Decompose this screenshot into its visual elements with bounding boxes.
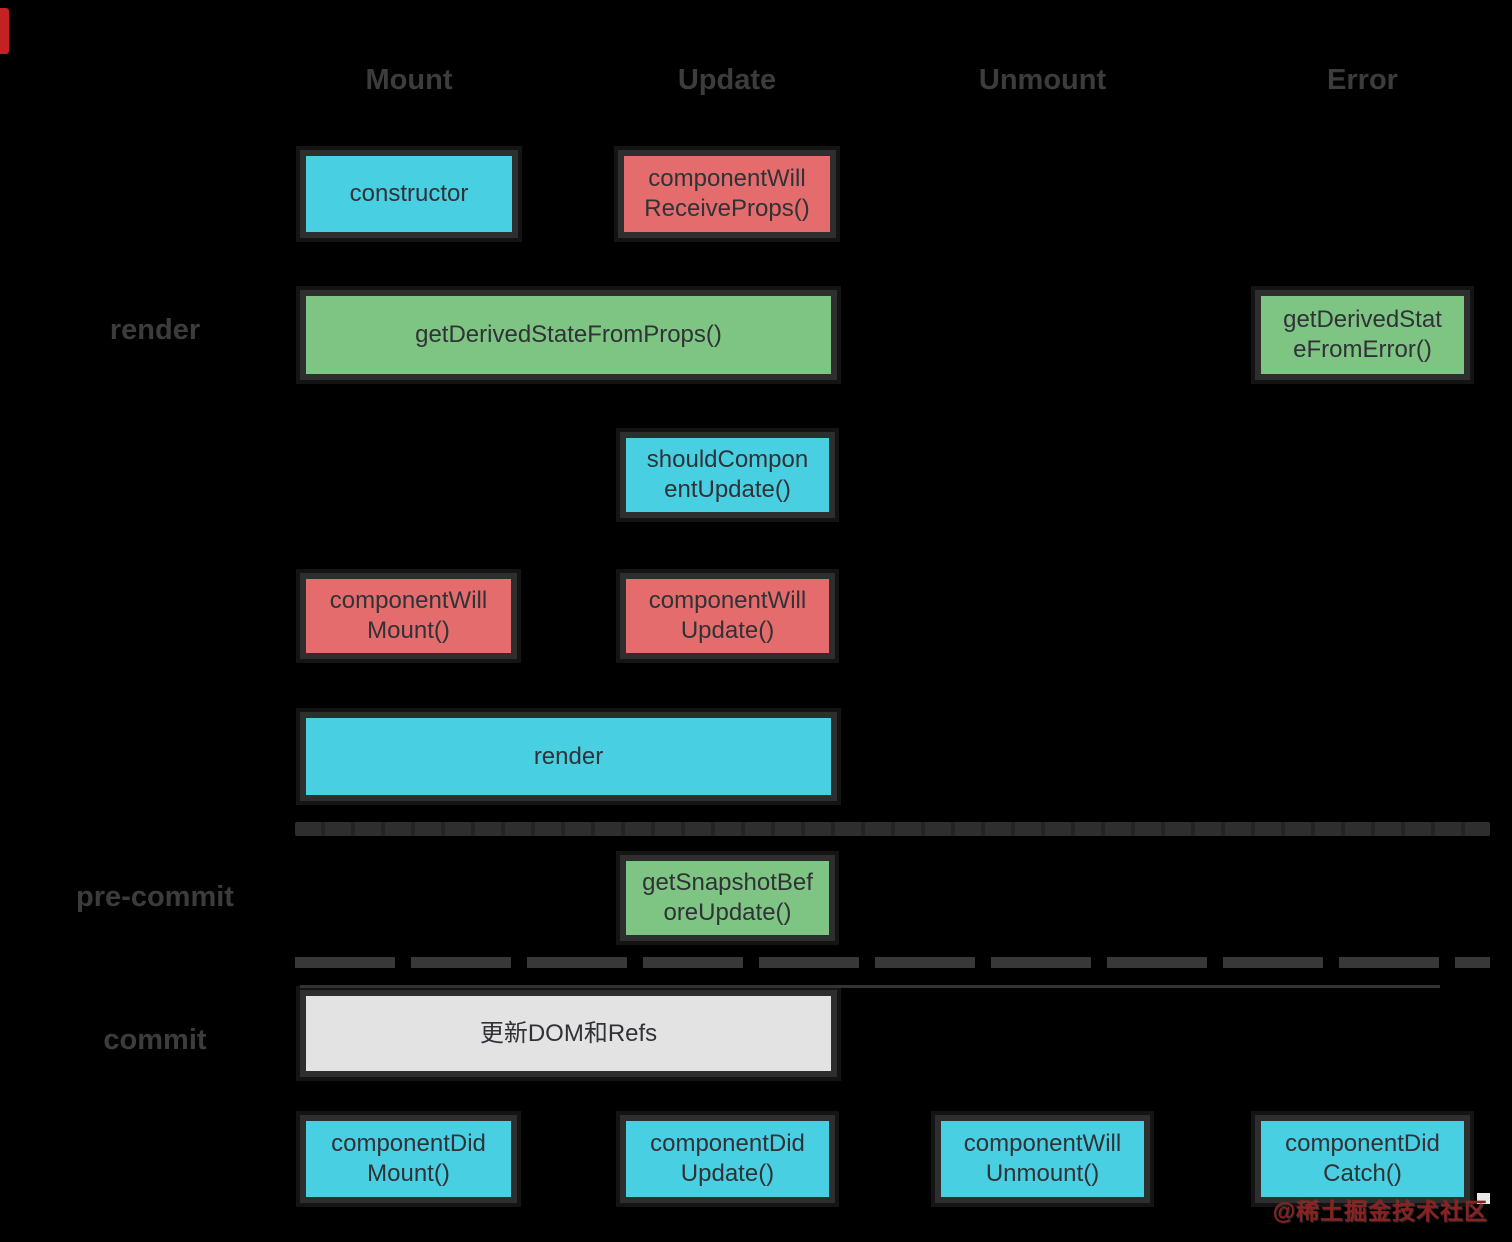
pre-commit-phase-dashed-line	[295, 957, 1490, 968]
render-phase-divider-bar	[295, 822, 1490, 836]
box-component-did-mount: componentDid Mount()	[300, 1115, 517, 1203]
box-component-did-update: componentDid Update()	[620, 1115, 835, 1203]
watermark-square	[1477, 1193, 1490, 1204]
box-constructor: constructor	[300, 150, 518, 238]
phase-label-pre-commit: pre-commit	[76, 881, 234, 913]
commit-phase-divider-line	[300, 985, 1440, 988]
column-header-error: Error	[1327, 64, 1398, 96]
box-get-derived-state-from-props: getDerivedStateFromProps()	[300, 290, 837, 380]
column-header-mount: Mount	[365, 64, 453, 96]
phase-label-render: render	[109, 314, 201, 346]
box-component-will-receive-props: componentWill ReceiveProps()	[618, 150, 836, 238]
box-update-dom-and-refs: 更新DOM和Refs	[300, 990, 837, 1077]
box-component-did-catch: componentDid Catch()	[1255, 1115, 1470, 1203]
box-component-will-unmount: componentWill Unmount()	[935, 1115, 1150, 1203]
phase-label-commit: commit	[103, 1024, 207, 1056]
column-header-update: Update	[677, 64, 777, 96]
box-render: render	[300, 712, 837, 801]
corner-red-mark	[0, 8, 9, 54]
box-get-derived-state-from-error: getDerivedStat eFromError()	[1255, 290, 1470, 380]
box-component-will-update: componentWill Update()	[620, 573, 835, 659]
box-component-will-mount: componentWill Mount()	[300, 573, 517, 659]
column-header-unmount: Unmount	[978, 64, 1107, 96]
box-get-snapshot-before-update: getSnapshotBef oreUpdate()	[620, 855, 835, 941]
box-should-component-update: shouldCompon entUpdate()	[620, 432, 835, 518]
watermark: @稀土掘金技术社区	[1272, 1198, 1488, 1224]
